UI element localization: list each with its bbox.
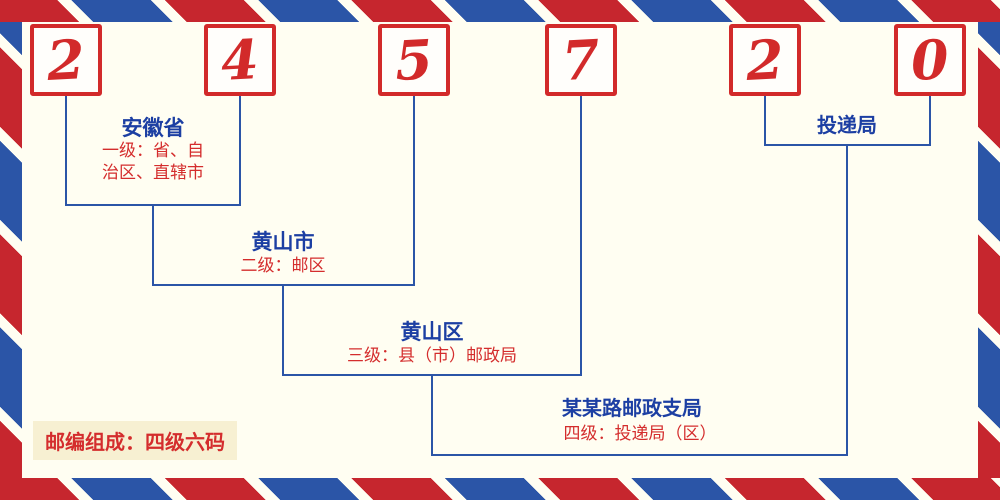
level3-desc: 三级：县（市）邮政局 — [347, 346, 517, 366]
digit-box-2: 4 — [204, 24, 276, 96]
connector-line-l2-right — [413, 96, 415, 286]
level5-name: 投递局 — [817, 113, 877, 137]
composition-label: 邮编组成：四级六码 — [33, 421, 237, 460]
connector-line-l3-drop — [431, 374, 433, 456]
digit-5: 2 — [744, 27, 786, 93]
digit-box-6: 0 — [894, 24, 966, 96]
airmail-stripe-bottom — [0, 478, 1000, 500]
level4-desc: 四级：投递局（区） — [563, 424, 717, 444]
digit-box-5: 2 — [729, 24, 801, 96]
level3-name: 黄山区 — [400, 320, 464, 344]
digit-6: 0 — [909, 27, 951, 93]
level2-desc: 二级：邮区 — [240, 256, 326, 276]
connector-line-l2-drop — [282, 284, 284, 376]
digit-1: 2 — [45, 27, 87, 93]
connector-line-l3-right — [580, 96, 582, 376]
connector-line-l4-rise — [846, 144, 848, 456]
connector-line-l5-bottom — [764, 144, 931, 146]
airmail-stripe-left — [0, 0, 22, 500]
airmail-stripe-top — [0, 0, 1000, 22]
connector-line-l1-drop — [152, 204, 154, 286]
digit-3: 5 — [393, 27, 435, 93]
level2-name: 黄山市 — [251, 230, 315, 254]
connector-line-l5-left — [764, 96, 766, 146]
digit-2: 4 — [219, 27, 261, 93]
connector-line-l1-left — [65, 96, 67, 206]
connector-line-l4-bottom — [431, 454, 848, 456]
digit-4: 7 — [560, 27, 602, 93]
connector-line-l1-right — [239, 96, 241, 206]
digit-box-4: 7 — [545, 24, 617, 96]
level1-desc: 一级：省、自治区、直辖市 — [102, 141, 204, 183]
digit-box-1: 2 — [30, 24, 102, 96]
airmail-stripe-right — [978, 0, 1000, 500]
digit-box-3: 5 — [378, 24, 450, 96]
level4-name: 某某路邮政支局 — [562, 396, 702, 420]
level1-name: 安徽省 — [121, 116, 185, 140]
connector-line-l5-right — [929, 96, 931, 146]
